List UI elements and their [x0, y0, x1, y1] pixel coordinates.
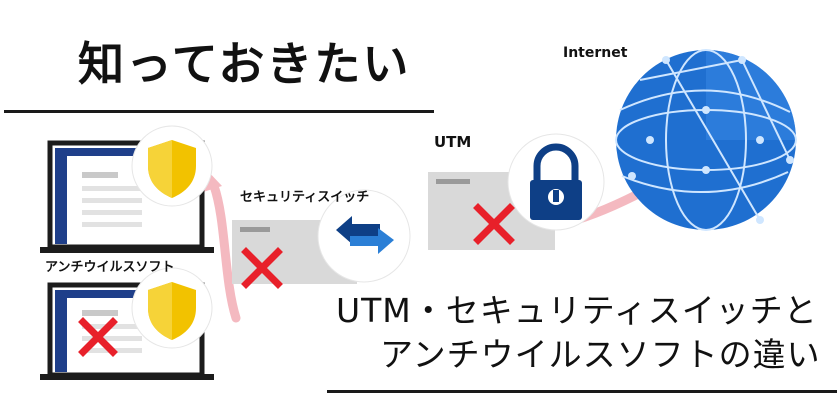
shield-icon: [148, 140, 196, 198]
lock-icon: [530, 143, 582, 220]
shield-icon: [148, 282, 196, 340]
x-mark-icon: [473, 203, 515, 245]
x-mark-icon: [241, 247, 283, 289]
globe-icon: [615, 49, 797, 231]
x-mark-icon: [78, 317, 118, 357]
utm-label: UTM: [434, 133, 472, 151]
caption-underline: [327, 390, 837, 393]
switch-arrows-icon: [336, 216, 394, 254]
antivirus-label: アンチウイルスソフト: [45, 260, 175, 275]
caption-line-2: アンチウイルスソフトの違い: [380, 335, 821, 374]
caption-line-1: UTM・セキュリティスイッチと: [336, 291, 818, 330]
page-title: 知っておきたい: [78, 37, 411, 91]
title-underline: [4, 110, 434, 113]
security-switch-label: セキュリティスイッチ: [240, 190, 370, 205]
internet-label: Internet: [563, 45, 628, 61]
